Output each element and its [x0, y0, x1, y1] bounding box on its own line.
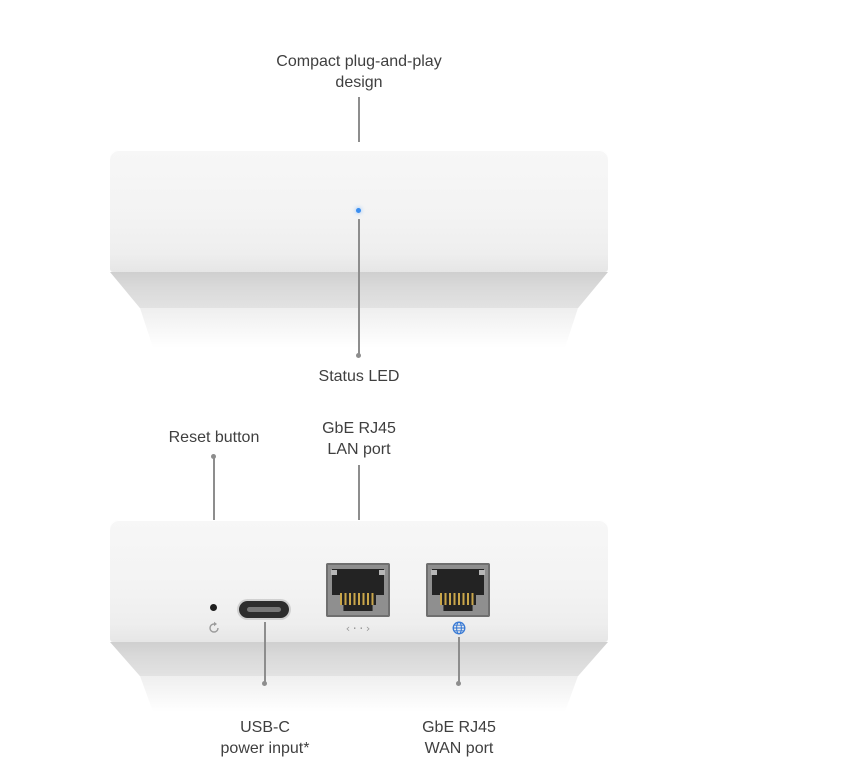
lan-port-label-line1: GbE RJ45 [322, 420, 396, 437]
globe-icon [452, 621, 466, 635]
rear-device-base [110, 642, 608, 676]
lan-port-label: GbE RJ45 LAN port [279, 418, 439, 460]
usbc-leader [264, 622, 266, 682]
lan-port-pins [340, 593, 376, 605]
status-led-icon [356, 208, 361, 213]
lan-port-led-left [331, 570, 337, 575]
lan-arrows-icon: ‹··› [344, 622, 372, 635]
wan-port-label-line2: WAN port [424, 740, 494, 757]
wan-port-label-line1: GbE RJ45 [422, 719, 496, 736]
reset-button-hole[interactable] [210, 604, 217, 611]
reset-arrow-icon [209, 621, 219, 633]
wan-port-label: GbE RJ45 WAN port [379, 717, 539, 759]
wan-port[interactable] [426, 563, 490, 617]
wan-port-led-left [431, 570, 437, 575]
compact-design-label: Compact plug-and-play design [259, 51, 459, 93]
rear-device: ‹··› [110, 520, 608, 720]
compact-design-label-line2: design [335, 74, 383, 91]
wan-port-led-right [479, 570, 485, 575]
compact-design-label-line1: Compact plug-and-play [276, 53, 442, 70]
lan-port[interactable] [326, 563, 390, 617]
status-led-label: Status LED [318, 368, 400, 385]
lan-port-label-line2: LAN port [327, 441, 391, 458]
lan-port-led-right [379, 570, 385, 575]
reset-leader-end [211, 454, 216, 459]
usbc-power-label-line1: USB-C [240, 719, 290, 736]
usbc-power-label-line2: power input* [220, 740, 310, 757]
reset-button-label: Reset button [168, 429, 260, 446]
compact-design-leader [358, 97, 360, 142]
wan-port-leader [458, 637, 460, 682]
usbc-leader-end [262, 681, 267, 686]
wan-leader-end [456, 681, 461, 686]
status-led-leader-end [356, 353, 361, 358]
wan-port-pins [440, 593, 476, 605]
rear-device-reflection [140, 676, 578, 712]
usbc-power-label: USB-C power input* [185, 717, 345, 759]
usbc-port[interactable] [239, 601, 289, 618]
status-led-leader [358, 219, 360, 355]
lan-port-leader [358, 465, 360, 562]
